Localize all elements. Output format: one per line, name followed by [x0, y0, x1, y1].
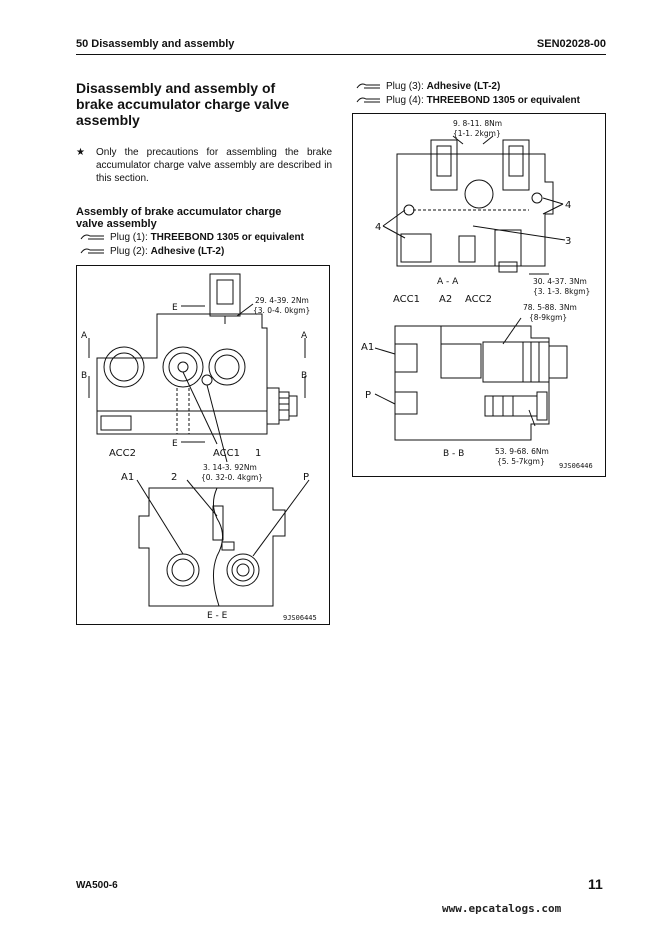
label-4-right: 4 — [565, 200, 571, 211]
section-e-e: E - E — [207, 611, 228, 621]
figure-left-valve-drawing: E E A A B B ACC2 ACC1 1 29. 4-39. 2Nm {3… — [76, 265, 330, 625]
section-b-b: B - B — [443, 449, 464, 459]
label-e-bottom: E — [172, 439, 178, 449]
label-acc1: ACC1 — [213, 448, 240, 459]
port-p-outer — [226, 553, 260, 587]
left-valve-diagram: E E A A B B ACC2 ACC1 1 29. 4-39. 2Nm {3… — [81, 273, 317, 622]
plug-4-line: Plug (4): THREEBOND 1305 or equivalent — [356, 95, 580, 107]
torque-r3-value: 78. 5-88. 3Nm — [523, 303, 577, 312]
title-line-3: assembly — [76, 112, 140, 128]
label-b-right: B — [301, 371, 307, 381]
label-3: 3 — [565, 236, 571, 247]
label-acc2: ACC2 — [109, 448, 136, 459]
title-line-1: Disassembly and assembly of — [76, 80, 276, 96]
section-b-body — [394, 325, 550, 441]
label-2: 2 — [171, 472, 177, 483]
label-r-p: P — [365, 390, 371, 401]
figure-right-valve-drawing: 9. 8-11. 8Nm {1-1. 2kgm} 4 4 3 30. 4-37.… — [352, 113, 606, 477]
subsection-title: Assembly of brake accumulator charge val… — [76, 206, 336, 230]
section-a-body — [396, 153, 554, 267]
label-r-acc1: ACC1 — [393, 294, 420, 305]
label-r-a2: A2 — [439, 294, 452, 305]
plug-1-line: Plug (1): THREEBOND 1305 or equivalent — [80, 232, 304, 244]
port-acc2-outer — [103, 346, 145, 388]
torque-1-value: 29. 4-39. 2Nm — [255, 296, 309, 305]
label-4-left: 4 — [375, 222, 381, 233]
section-title: 50 Disassembly and assembly — [76, 38, 235, 50]
label-r-acc2: ACC2 — [465, 294, 492, 305]
sealant-icon — [356, 97, 380, 103]
torque-r3-kgm: {8-9kgm} — [529, 313, 567, 322]
torque-r2-kgm: {3. 1-3. 8kgm} — [533, 287, 590, 296]
label-1: 1 — [255, 448, 261, 459]
right-top-fitting — [502, 139, 530, 191]
watermark-link[interactable]: www.epcatalogs.com — [442, 902, 562, 915]
center-chamber — [464, 179, 494, 209]
torque-2-value: 3. 14-3. 92Nm — [203, 463, 257, 472]
label-a-left: A — [81, 331, 88, 341]
plug-1-value: THREEBOND 1305 or equivalent — [150, 232, 304, 243]
label-a-right: A — [301, 331, 308, 341]
figure-right-code: 9JS06446 — [559, 462, 593, 470]
torque-r1-kgm: {1-1. 2kgm} — [453, 129, 501, 138]
label-r-a1: A1 — [361, 342, 374, 353]
label-p: P — [303, 472, 309, 483]
subsection-line-2: valve assembly — [76, 218, 157, 230]
precaution-note: ★ Only the precautions for assembling th… — [76, 146, 332, 185]
valve-body-outline — [96, 313, 268, 435]
label-a1: A1 — [121, 472, 134, 483]
plug-2-value: Adhesive (LT-2) — [150, 246, 225, 257]
torque-1-kgm: {3. 0-4. 0kgm} — [253, 306, 310, 315]
plug-4-value: THREEBOND 1305 or equivalent — [426, 95, 580, 106]
plug-3-line: Plug (3): Adhesive (LT-2) — [356, 81, 500, 93]
plug-2-line: Plug (2): Adhesive (LT-2) — [80, 246, 224, 258]
port-acc1-outer — [162, 346, 204, 388]
document-code: SEN02028-00 — [536, 38, 606, 50]
torque-2-kgm: {0. 32-0. 4kgm} — [201, 473, 263, 482]
label-b-left: B — [81, 371, 87, 381]
page-header: 50 Disassembly and assembly SEN02028-00 — [76, 38, 606, 55]
torque-r2-value: 30. 4-37. 3Nm — [533, 277, 587, 286]
label-e-top: E — [172, 303, 178, 313]
torque-r4-value: 53. 9-68. 6Nm — [495, 447, 549, 456]
precaution-text: Only the precautions for assembling the … — [96, 147, 332, 184]
section-a-a: A - A — [437, 277, 459, 287]
star-icon: ★ — [76, 147, 85, 158]
section-e-body — [138, 487, 286, 607]
right-valve-diagram: 9. 8-11. 8Nm {1-1. 2kgm} 4 4 3 30. 4-37.… — [361, 119, 593, 470]
sealant-icon — [80, 234, 104, 240]
plug-3-value: Adhesive (LT-2) — [426, 81, 501, 92]
model-code: WA500-6 — [76, 880, 118, 891]
torque-r4-kgm: {5. 5-7kgm} — [497, 457, 545, 466]
adhesive-icon — [356, 83, 380, 89]
page-number: 11 — [588, 876, 603, 892]
torque-r1-value: 9. 8-11. 8Nm — [453, 119, 502, 128]
port-right-outer — [208, 348, 246, 386]
left-top-fitting — [430, 139, 458, 191]
subsection-line-1: Assembly of brake accumulator charge — [76, 206, 282, 218]
page-title: Disassembly and assembly of brake accumu… — [76, 80, 336, 128]
adhesive-icon — [80, 248, 104, 254]
figure-left-code: 9JS06445 — [283, 614, 317, 622]
title-line-2: brake accumulator charge valve — [76, 96, 290, 112]
